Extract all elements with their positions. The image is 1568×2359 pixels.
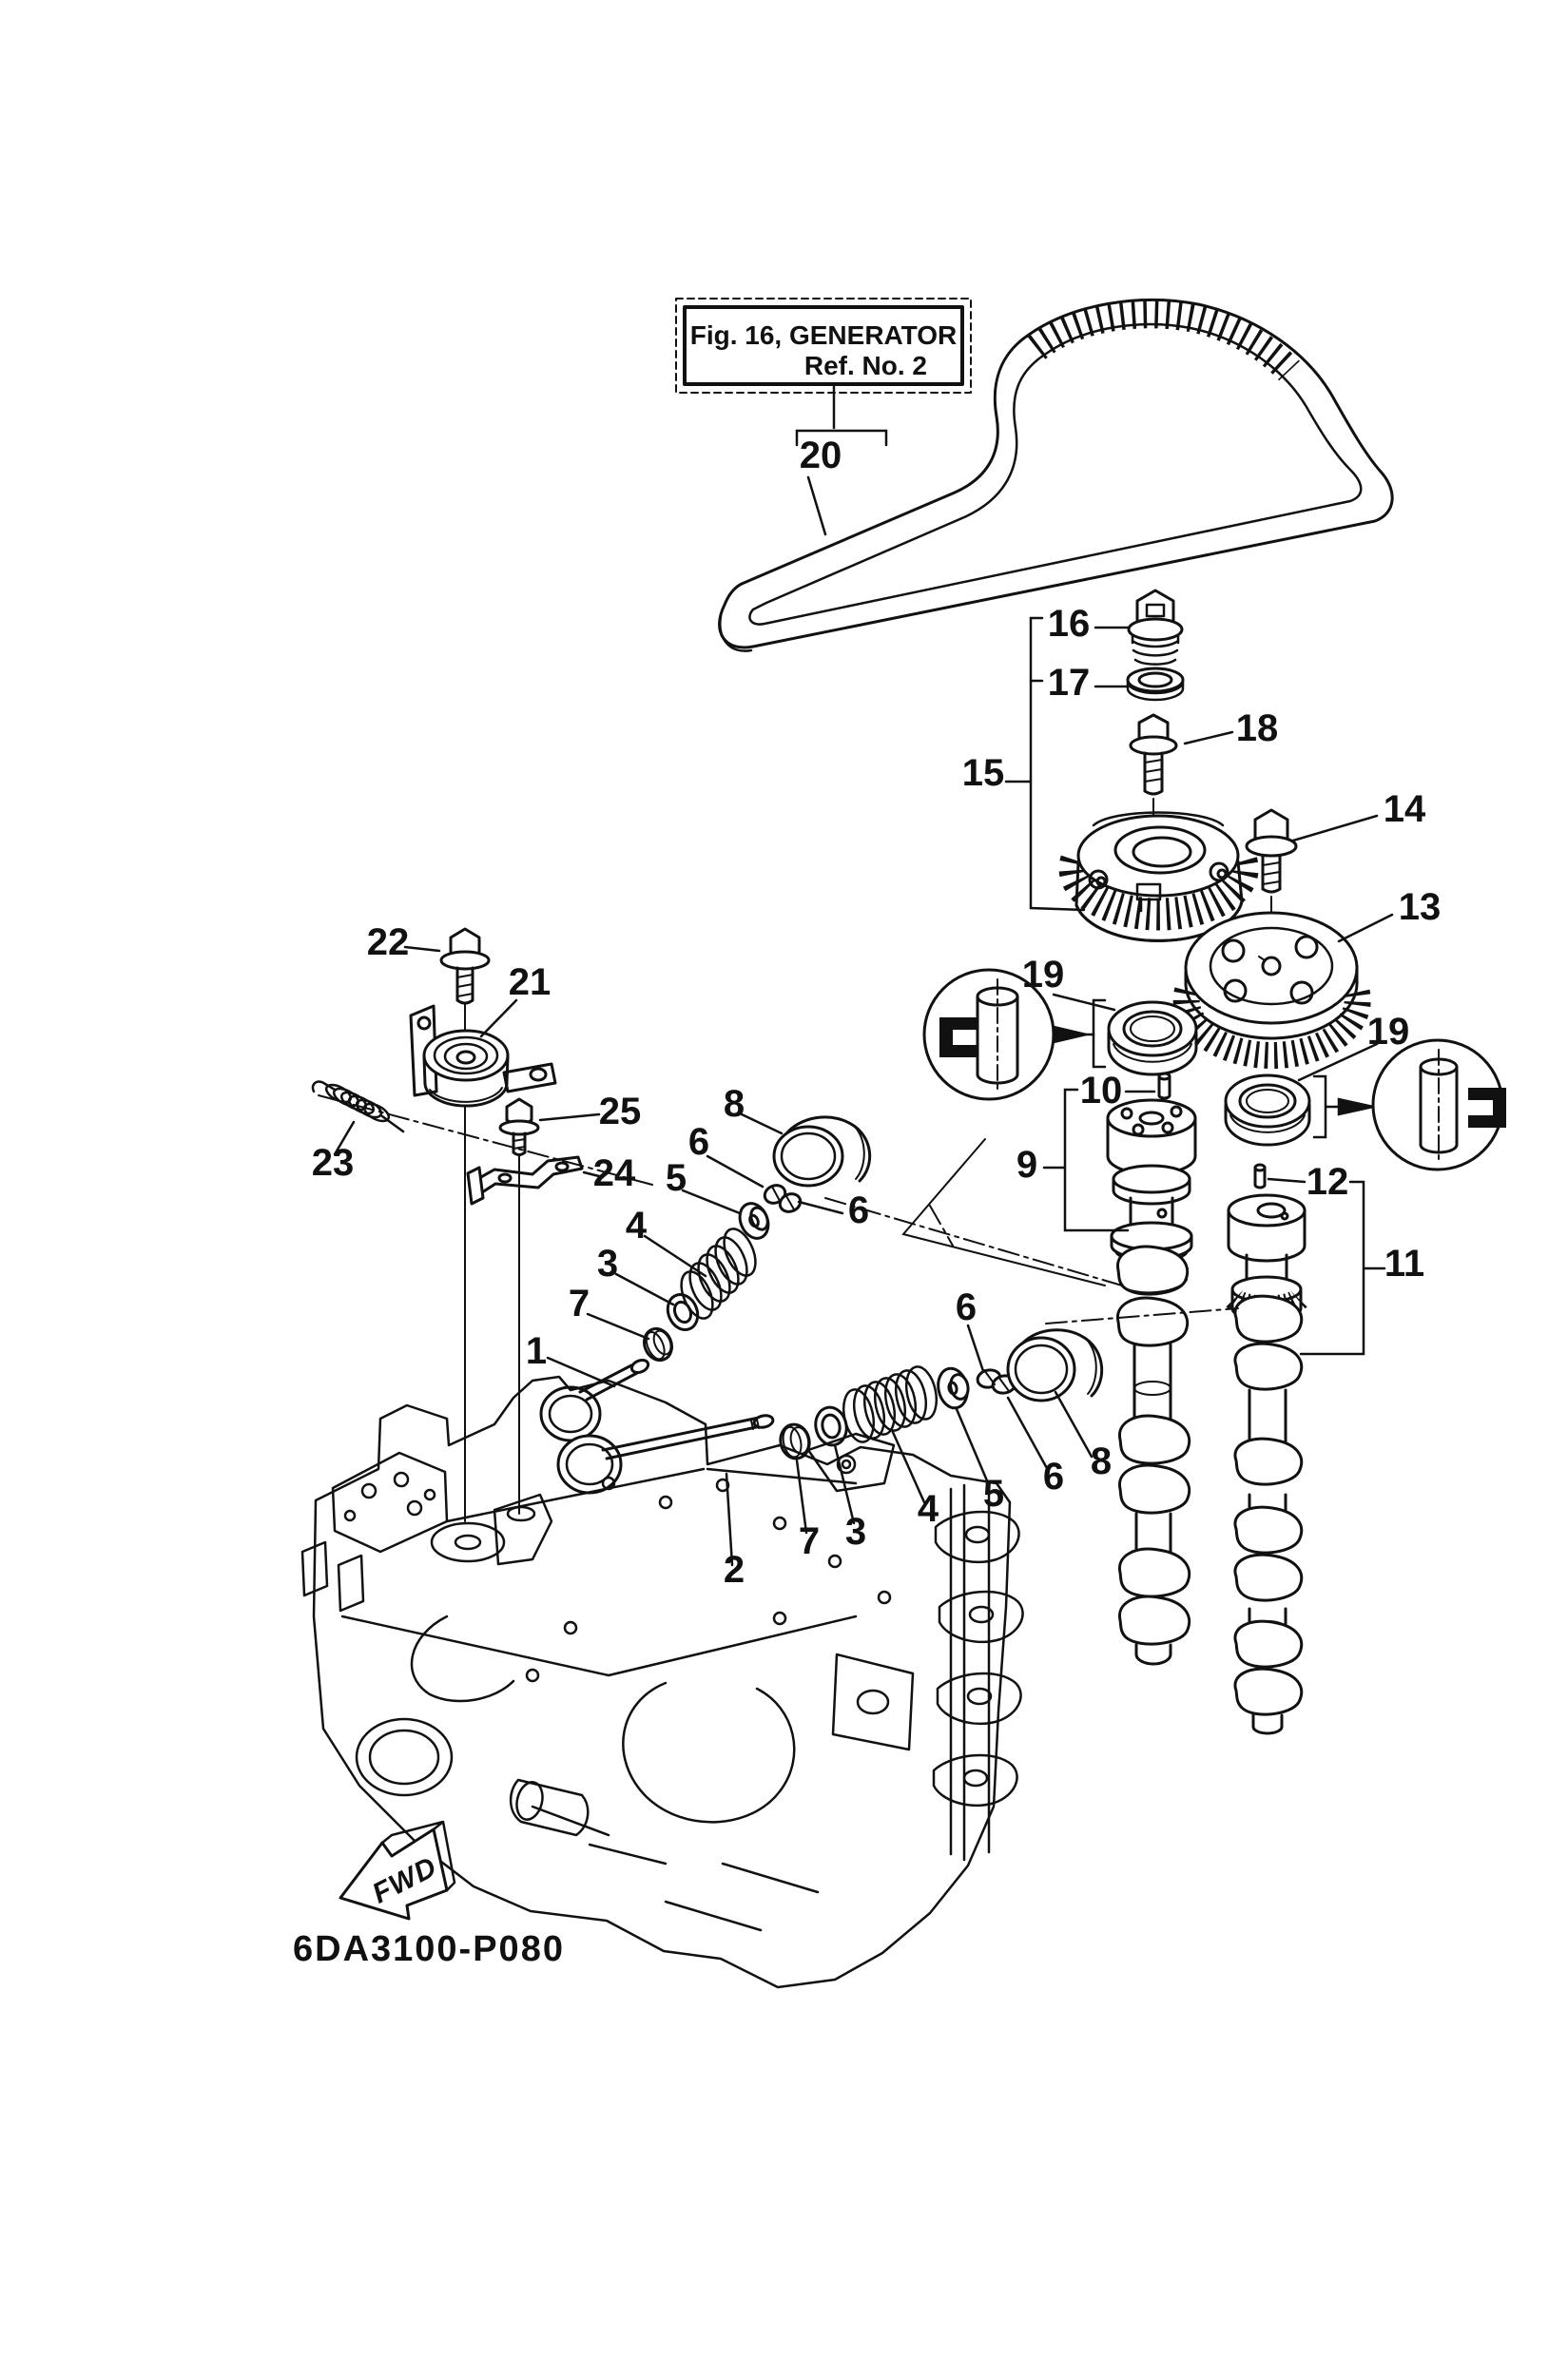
centerlines bbox=[318, 1094, 1239, 1325]
part-callout-7-13: 7 bbox=[799, 1520, 820, 1562]
valve-seal-7b bbox=[779, 1422, 811, 1460]
intake-camshaft-9 bbox=[1106, 1098, 1197, 1666]
part-callout-6-10: 6 bbox=[956, 1286, 977, 1328]
dowel-pin-10 bbox=[1157, 1072, 1171, 1100]
part-callout-4-4: 4 bbox=[626, 1205, 648, 1247]
oil-seal-19-left bbox=[1107, 1000, 1198, 1076]
part-callout-19-26: 19 bbox=[1022, 954, 1065, 996]
part-callout-9-16: 9 bbox=[1016, 1144, 1037, 1186]
part-callout-14-21: 14 bbox=[1384, 788, 1426, 830]
part-callout-8-14: 8 bbox=[724, 1083, 745, 1125]
part-callout-12-19: 12 bbox=[1307, 1161, 1349, 1203]
spring-retainer-5a bbox=[738, 1202, 770, 1240]
exhaust-valve-assembly bbox=[556, 1328, 1104, 1495]
part-callout-3-2: 3 bbox=[597, 1243, 618, 1285]
timing-sprocket-13 bbox=[1172, 911, 1371, 1069]
part-callout-11-18: 11 bbox=[1384, 1243, 1424, 1285]
part-callout-3-3: 3 bbox=[845, 1511, 866, 1553]
tensioner-pulley-21 bbox=[409, 1004, 557, 1108]
generator-belt bbox=[718, 298, 1394, 652]
fwd-arrow bbox=[339, 1820, 456, 1921]
part-callouts: 1233445566667788910111213141516171819192… bbox=[312, 435, 1442, 1591]
part-callout-22-30: 22 bbox=[367, 921, 410, 963]
drawing-code: 6DA3100-P080 bbox=[293, 1929, 565, 1969]
exhaust-camshaft-11 bbox=[1226, 1193, 1307, 1735]
valve-lifter-8a bbox=[772, 1115, 872, 1188]
vvt-cam-gear-15 bbox=[1058, 811, 1259, 942]
part-callout-24-32: 24 bbox=[593, 1152, 636, 1194]
part-callout-13-20: 13 bbox=[1399, 886, 1442, 928]
part-callout-15-22: 15 bbox=[962, 752, 1005, 794]
figure-reference-title: Fig. 16, GENERATOR bbox=[690, 320, 958, 350]
part-callout-25-33: 25 bbox=[599, 1091, 642, 1132]
leader-lines bbox=[318, 385, 1394, 1567]
reference-box bbox=[675, 298, 972, 394]
part-callout-6-11: 6 bbox=[1043, 1456, 1064, 1498]
part-callout-20-28: 20 bbox=[800, 435, 842, 476]
intake-valve-assembly bbox=[539, 1115, 872, 1442]
valve-spring-4a bbox=[680, 1228, 757, 1320]
figure-reference-subtitle: Ref. No. 2 bbox=[804, 351, 927, 380]
part-callout-2-1: 2 bbox=[724, 1549, 745, 1591]
stay-bracket-24 bbox=[466, 1155, 584, 1206]
valve-cotters-6a bbox=[763, 1184, 803, 1213]
plug-bolt-16 bbox=[1127, 589, 1184, 666]
valve-spring-4b bbox=[842, 1365, 939, 1443]
washer-17 bbox=[1126, 667, 1185, 702]
spring-seat-3a bbox=[666, 1293, 700, 1331]
part-callout-4-5: 4 bbox=[918, 1488, 939, 1530]
oil-seal-19-right bbox=[1224, 1073, 1311, 1147]
dowel-pin-inset-right bbox=[1371, 1038, 1506, 1171]
part-callout-21-29: 21 bbox=[509, 961, 552, 1003]
part-callout-5-6: 5 bbox=[666, 1157, 687, 1199]
part-callout-10-17: 10 bbox=[1080, 1070, 1123, 1112]
part-callout-16-23: 16 bbox=[1048, 603, 1091, 645]
part-callout-5-7: 5 bbox=[983, 1473, 1004, 1515]
valve-lifter-8b bbox=[1006, 1328, 1104, 1402]
part-callout-18-25: 18 bbox=[1236, 707, 1279, 749]
part-callout-23-31: 23 bbox=[312, 1142, 355, 1184]
part-callout-8-15: 8 bbox=[1091, 1441, 1112, 1482]
valve-seal-7a bbox=[643, 1326, 673, 1363]
part-callout-6-8: 6 bbox=[688, 1121, 709, 1163]
part-callout-19-27: 19 bbox=[1367, 1011, 1410, 1053]
bolt-25 bbox=[498, 1097, 540, 1156]
part-callout-17-24: 17 bbox=[1048, 662, 1091, 704]
dowel-pin-12 bbox=[1253, 1163, 1267, 1189]
flange-bolt-14 bbox=[1245, 808, 1298, 959]
engine-block bbox=[300, 1375, 1024, 1989]
part-callout-7-12: 7 bbox=[569, 1283, 590, 1325]
bolt-22 bbox=[439, 927, 491, 1005]
part-callout-1-0: 1 bbox=[526, 1330, 547, 1372]
part-callout-6-9: 6 bbox=[848, 1189, 869, 1231]
spring-retainer-5b bbox=[937, 1366, 970, 1410]
